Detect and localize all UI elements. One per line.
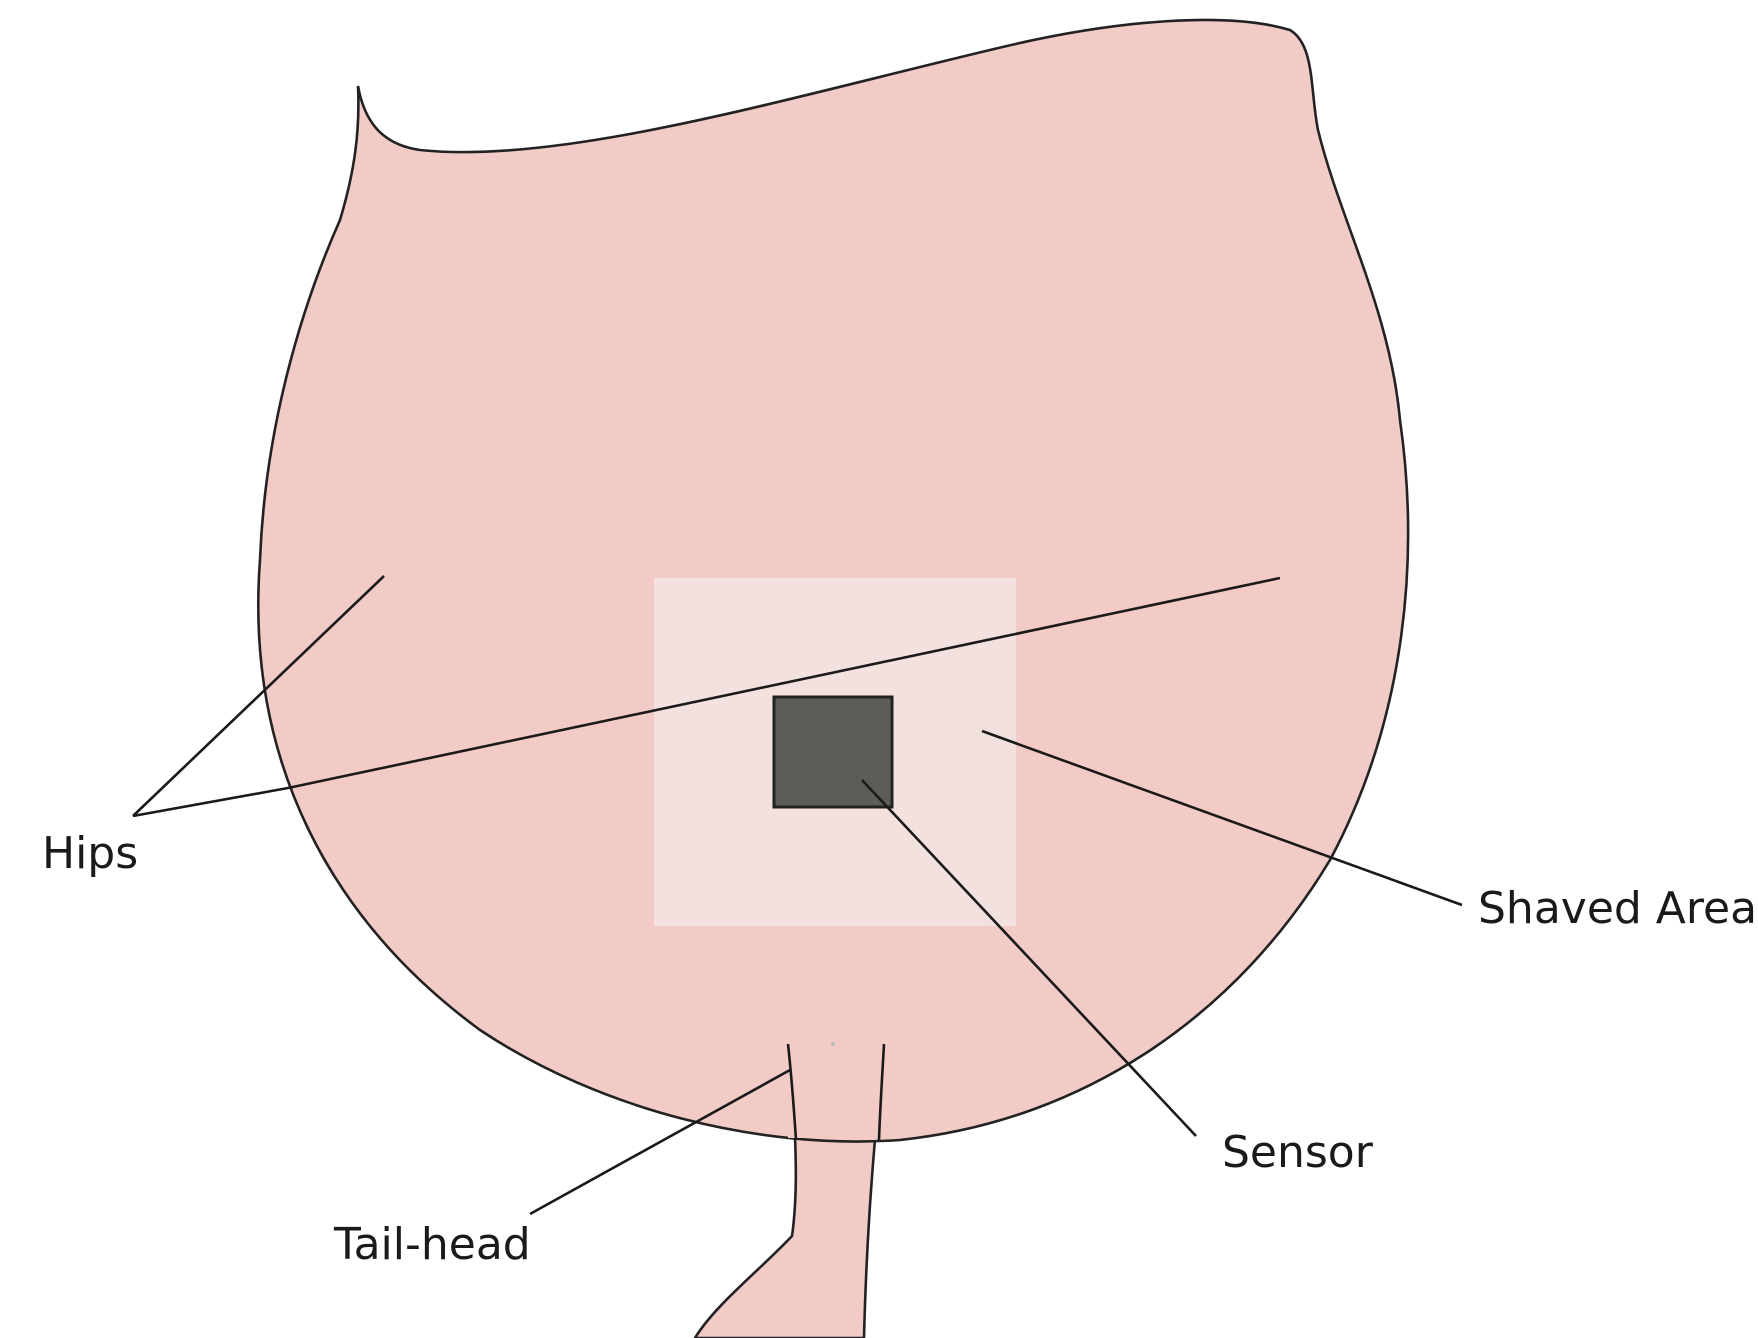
- hips-label: Hips: [42, 828, 138, 879]
- tail-head-label: Tail-head: [333, 1219, 531, 1270]
- sensor: [774, 697, 892, 807]
- tail-dot: [831, 1042, 835, 1046]
- sensor-label: Sensor: [1222, 1127, 1374, 1178]
- tail-base: [788, 1044, 884, 1138]
- shaved-area-label: Shaved Area: [1478, 883, 1757, 934]
